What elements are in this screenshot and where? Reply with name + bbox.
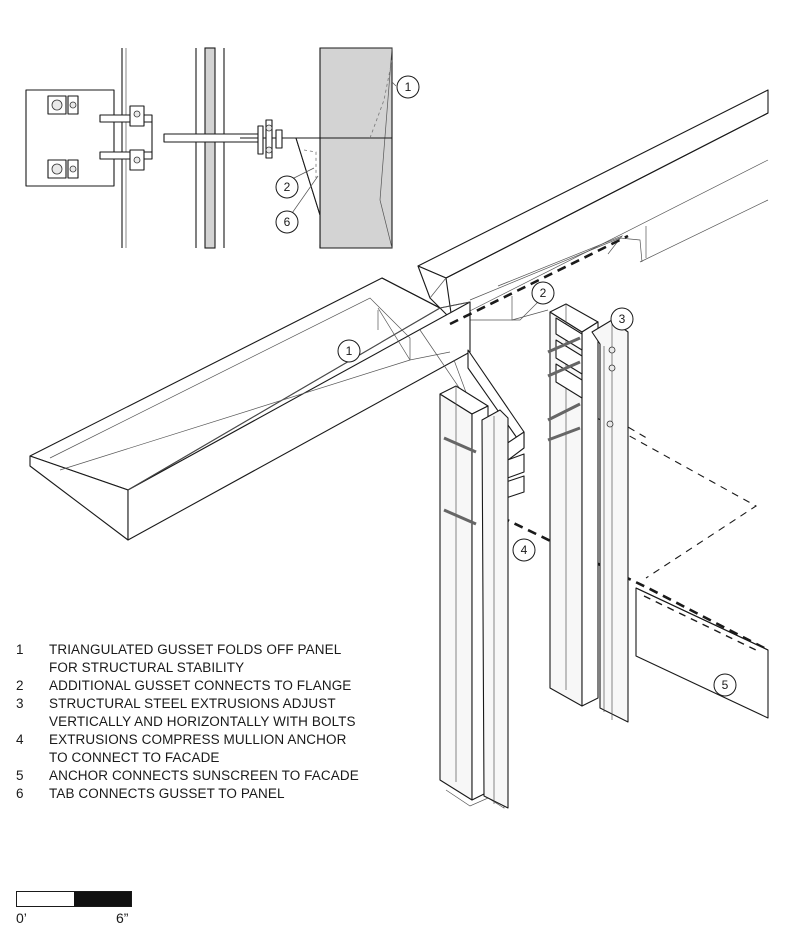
callout-6-inset: 6 [275,210,299,234]
left-panel [29,277,525,541]
callout-2-main: 2 [531,281,555,305]
plan-inset [25,47,397,249]
alignment-line-bottom [473,502,769,652]
sunscreen-panel-section [319,47,393,249]
callout-5-main: 5 [713,673,737,697]
extrusion-assembly-right [547,303,629,723]
legend-text: ANCHOR CONNECTS SUNSCREEN TO FACADE [49,768,359,783]
scale-end-label: 6” [116,910,129,926]
legend-item: 3 STRUCTURAL STEEL EXTRUSIONS ADJUST VERT… [16,695,436,731]
legend-number: 4 [16,732,24,747]
callout-2-inset: 2 [275,175,299,199]
legend-number: 1 [16,642,24,657]
svg-text:5: 5 [722,678,729,692]
clip-angle-bottom [99,151,153,160]
legend-item: 6 TAB CONNECTS GUSSET TO PANEL [16,785,436,803]
svg-text:1: 1 [405,80,412,94]
legend-text: EXTRUSIONS COMPRESS MULLION ANCHOR TO CO… [49,732,347,765]
legend-item: 5 ANCHOR CONNECTS SUNSCREEN TO FACADE [16,767,436,785]
svg-text:6: 6 [284,215,291,229]
bolts-left [443,436,477,526]
scale-start-label: 0’ [16,910,27,926]
plate-bolt-bottom [47,159,79,179]
svg-text:2: 2 [540,286,547,300]
legend-number: 6 [16,786,24,801]
alignment-line-top [449,234,629,326]
upper-right-panel [417,89,769,321]
legend-item: 4 EXTRUSIONS COMPRESS MULLION ANCHOR TO C… [16,731,436,767]
legend-text: TAB CONNECTS GUSSET TO PANEL [49,786,285,801]
svg-text:3: 3 [619,312,626,326]
arm-bolt-assembly [257,119,283,159]
scale-bar: 0’ 6” [16,891,132,931]
scale-bar-graphic [16,891,132,907]
clip-angle-top [99,114,153,123]
anchor-bar [635,587,769,719]
scale-segment-black [74,892,131,906]
legend-text: STRUCTURAL STEEL EXTRUSIONS ADJUST VERTI… [49,696,356,729]
plate-bolt-top [47,95,79,115]
svg-text:2: 2 [284,180,291,194]
scale-segment-white [17,892,74,906]
legend-text: TRIANGULATED GUSSET FOLDS OFF PANEL FOR … [49,642,342,675]
callout-3-main: 3 [610,307,634,331]
legend-text: ADDITIONAL GUSSET CONNECTS TO FLANGE [49,678,352,693]
legend-number: 3 [16,696,24,711]
bolts-right [547,336,616,442]
callout-1-inset: 1 [396,75,420,99]
callout-4-main: 4 [512,538,536,562]
legend-item: 1 TRIANGULATED GUSSET FOLDS OFF PANEL FOR… [16,641,436,677]
extrusion-assembly-left [439,385,509,809]
svg-text:1: 1 [346,344,353,358]
legend-item: 2 ADDITIONAL GUSSET CONNECTS TO FLANGE [16,677,436,695]
gusset-tab-section [295,137,321,216]
mullion-section [204,47,216,249]
svg-text:4: 4 [521,543,528,557]
callout-1-main: 1 [337,339,361,363]
legend-number: 5 [16,768,24,783]
legend: 1 TRIANGULATED GUSSET FOLDS OFF PANEL FOR… [16,641,436,803]
legend-number: 2 [16,678,24,693]
